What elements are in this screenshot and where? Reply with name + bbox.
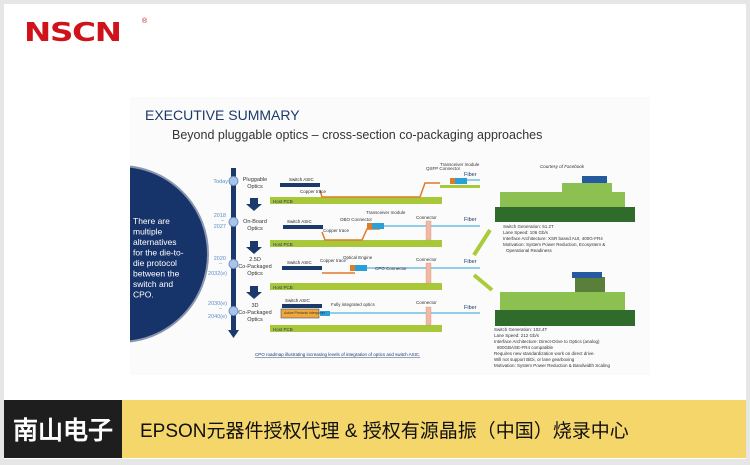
svg-text:2020: 2020 <box>214 256 226 262</box>
svg-text:Motivation: System Power Reduc: Motivation: System Power Reduction & Ban… <box>494 363 611 368</box>
svg-text:Switch Generation: 51.2T: Switch Generation: 51.2T <box>503 224 554 229</box>
svg-text:–: – <box>219 261 223 267</box>
svg-text:Requires new standardization w: Requires new standardization work on dir… <box>494 351 595 356</box>
nscn-logo: NSCN <box>24 18 122 48</box>
svg-text:Switch Generation: 102.4T: Switch Generation: 102.4T <box>494 327 548 332</box>
fiber-lines <box>330 179 480 314</box>
svg-text:Interface Architecture: XSR ba: Interface Architecture: XSR based AUI, 4… <box>503 236 603 241</box>
svg-text:Fiber: Fiber <box>464 217 477 223</box>
svg-text:Optics: Optics <box>247 226 263 232</box>
timeline-node <box>228 217 239 227</box>
svg-text:Connector: Connector <box>416 257 437 262</box>
svg-text:There are: There are <box>133 216 170 226</box>
svg-text:2.5D: 2.5D <box>249 257 261 263</box>
svg-text:Co-Packaged: Co-Packaged <box>238 264 271 270</box>
timeline-dates: Today 2018–2027 2020–2032(e) 2030(e)–204… <box>208 179 228 320</box>
svg-text:2032(e): 2032(e) <box>208 271 227 277</box>
svg-text:Lane Speed: 106 Gb/s: Lane Speed: 106 Gb/s <box>503 230 549 235</box>
svg-text:–: – <box>221 218 225 224</box>
svg-text:Switch ASIC: Switch ASIC <box>287 260 313 265</box>
svg-text:multiple: multiple <box>133 227 163 237</box>
connectors <box>425 220 432 326</box>
svg-text:Switch ASIC: Switch ASIC <box>285 298 311 303</box>
svg-text:Copper trace: Copper trace <box>320 258 347 263</box>
svg-text:Switch ASIC: Switch ASIC <box>287 219 313 224</box>
svg-text:3D: 3D <box>251 303 258 309</box>
callout-circle <box>130 165 209 343</box>
registered-mark: ® <box>142 18 148 25</box>
brand-label: 南山电子 <box>4 400 122 458</box>
svg-text:Copper trace: Copper trace <box>323 228 350 233</box>
svg-text:2027: 2027 <box>214 224 226 230</box>
timeline-node <box>228 176 239 186</box>
svg-text:CPO Connector: CPO Connector <box>375 266 407 271</box>
timeline-node <box>228 306 239 316</box>
svg-text:2018: 2018 <box>214 213 226 219</box>
svg-text:Transceiver module: Transceiver module <box>366 210 406 215</box>
svg-text:Today: Today <box>213 179 228 185</box>
timeline-node <box>228 259 239 269</box>
svg-text:Switch ASIC: Switch ASIC <box>289 177 315 182</box>
svg-text:Connector: Connector <box>416 215 437 220</box>
courtesy-label: Courtesy of Facebook <box>540 164 585 169</box>
svg-text:2030(e): 2030(e) <box>208 301 227 307</box>
svg-text:Fiber: Fiber <box>464 172 477 178</box>
svg-text:for the die-to-: for the die-to- <box>133 248 184 258</box>
svg-text:die protocol: die protocol <box>133 258 177 268</box>
svg-text:Host PCB: Host PCB <box>273 242 293 247</box>
slide-subtitle: Beyond pluggable optics – cross-section … <box>172 128 542 142</box>
svg-text:Optics: Optics <box>247 317 263 323</box>
svg-text:Will not support BiDi, or lane: Will not support BiDi, or lane gearboxin… <box>494 357 575 362</box>
svg-text:Fiber: Fiber <box>464 305 477 311</box>
svg-text:Transceiver module: Transceiver module <box>440 162 480 167</box>
down-arrow-icon <box>246 198 262 299</box>
slide-title: EXECUTIVE SUMMARY <box>145 107 300 123</box>
switch-asic-chips <box>280 183 323 308</box>
svg-text:alternatives: alternatives <box>133 237 176 247</box>
svg-text:Optics: Optics <box>247 184 263 190</box>
svg-text:Optical Engine: Optical Engine <box>343 255 373 260</box>
bottom-banner: 南山电子 EPSON元器件授权代理 & 授权有源晶振（中国）烧录中心 <box>4 400 746 458</box>
svg-text:Fiber: Fiber <box>464 259 477 265</box>
svg-text:between the: between the <box>133 269 180 279</box>
svg-text:800GBASE-FR4 compatible: 800GBASE-FR4 compatible <box>497 345 554 350</box>
callout-text: There are multiple alternatives for the … <box>133 216 184 300</box>
svg-text:Pluggable: Pluggable <box>243 177 267 183</box>
svg-text:Connector: Connector <box>416 300 437 305</box>
svg-text:CPO.: CPO. <box>133 290 154 300</box>
svg-text:On-Board: On-Board <box>243 219 267 225</box>
svg-text:–: – <box>219 306 223 312</box>
green-arrows <box>472 228 494 292</box>
timeline-bar <box>231 168 236 333</box>
svg-text:Active Photonic Interposer: Active Photonic Interposer <box>284 311 326 315</box>
svg-text:QSFP Connector: QSFP Connector <box>426 166 461 171</box>
svg-text:Optics: Optics <box>247 271 263 277</box>
svg-text:Host PCB: Host PCB <box>273 327 293 332</box>
banner-text: EPSON元器件授权代理 & 授权有源晶振（中国）烧录中心 <box>140 420 629 442</box>
svg-text:Interface Architecture: Direct: Interface Architecture: Direct-Drive to … <box>494 339 600 344</box>
host-pcb-bars <box>270 197 442 332</box>
svg-text:Motivation: System Power Reduc: Motivation: System Power Reduction, Ecos… <box>503 242 605 247</box>
svg-text:Lane Speed: 212 Gb/s: Lane Speed: 212 Gb/s <box>494 333 540 338</box>
svg-text:Fully integrated optics: Fully integrated optics <box>331 302 376 307</box>
svg-text:Host PCB: Host PCB <box>273 199 293 204</box>
svg-text:switch and: switch and <box>133 279 173 289</box>
roadmap-caption: CPO roadmap illustrating increasing leve… <box>255 352 420 357</box>
svg-text:Host PCB: Host PCB <box>273 285 293 290</box>
svg-text:OBO Connector: OBO Connector <box>340 217 373 222</box>
svg-text:Operational Readiness: Operational Readiness <box>506 248 553 253</box>
svg-text:Copper trace: Copper trace <box>300 189 327 194</box>
svg-text:2040(e): 2040(e) <box>208 314 227 320</box>
svg-text:Co-Packaged: Co-Packaged <box>238 310 271 316</box>
